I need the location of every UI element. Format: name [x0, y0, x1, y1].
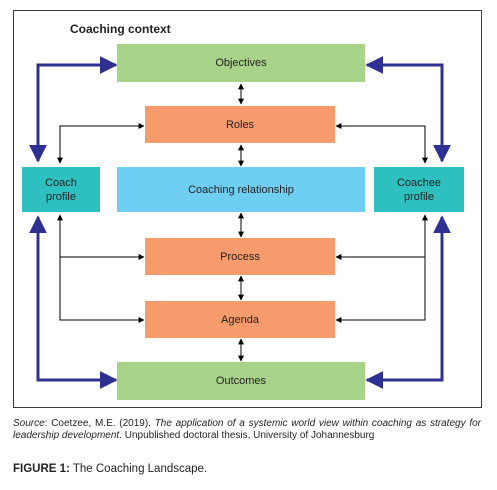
roles-box: Roles	[145, 106, 335, 143]
objectives-label: Objectives	[215, 57, 267, 69]
process-to-coachee-profile-arrow	[335, 214, 428, 260]
coaching-context-title: Coaching context	[70, 22, 171, 36]
source-title: The application of a systemic world view…	[13, 418, 481, 441]
coachee-profile-box: Coachee profile	[374, 167, 464, 212]
objectives-box: Objectives	[117, 44, 365, 82]
coaching-relationship-box: Coaching relationship	[117, 167, 365, 212]
agenda-box: Agenda	[145, 301, 335, 338]
outcomes-box: Outcomes	[117, 362, 365, 400]
coachee-profile-label: Coachee profile	[396, 176, 442, 203]
source-citation: Source: Coetzee, M.E. (2019). The applic…	[13, 418, 481, 442]
outcomes-to-coachee-profile-arrow	[365, 215, 451, 389]
diagram-frame	[13, 10, 482, 408]
figure-label: FIGURE 1:	[13, 463, 70, 475]
agenda-to-coach-profile-arrow	[59, 257, 145, 323]
outcomes-to-coach-profile-arrow	[29, 215, 118, 389]
process-box: Process	[145, 238, 335, 275]
inner-arrows	[57, 83, 428, 362]
source-tail: . Unpublished doctoral thesis, Universit…	[119, 430, 375, 441]
roles-label: Roles	[225, 118, 255, 131]
coach-profile-label: Coach profile	[45, 176, 77, 203]
coaching-relationship-label: Coaching relationship	[188, 183, 294, 196]
source-label: Source	[13, 418, 45, 429]
objectives-to-coach-profile-arrow	[29, 56, 118, 163]
outcomes-label: Outcomes	[215, 375, 267, 387]
process-to-coach-profile-arrow	[57, 214, 145, 260]
source-citation-text: : Coetzee, M.E. (2019).	[44, 418, 155, 429]
process-label: Process	[220, 250, 260, 263]
figure-caption-text: The Coaching Landscape.	[69, 463, 208, 475]
figure-caption: FIGURE 1: The Coaching Landscape.	[13, 463, 207, 475]
outer-loop-arrows	[29, 56, 451, 389]
agenda-to-coachee-profile-arrow	[335, 257, 426, 323]
roles-to-coachee-profile-arrow	[335, 123, 428, 164]
agenda-label: Agenda	[221, 313, 259, 326]
roles-to-coach-profile-arrow	[57, 123, 145, 164]
coach-profile-box: Coach profile	[22, 167, 100, 212]
objectives-to-coachee-profile-arrow	[365, 56, 451, 163]
